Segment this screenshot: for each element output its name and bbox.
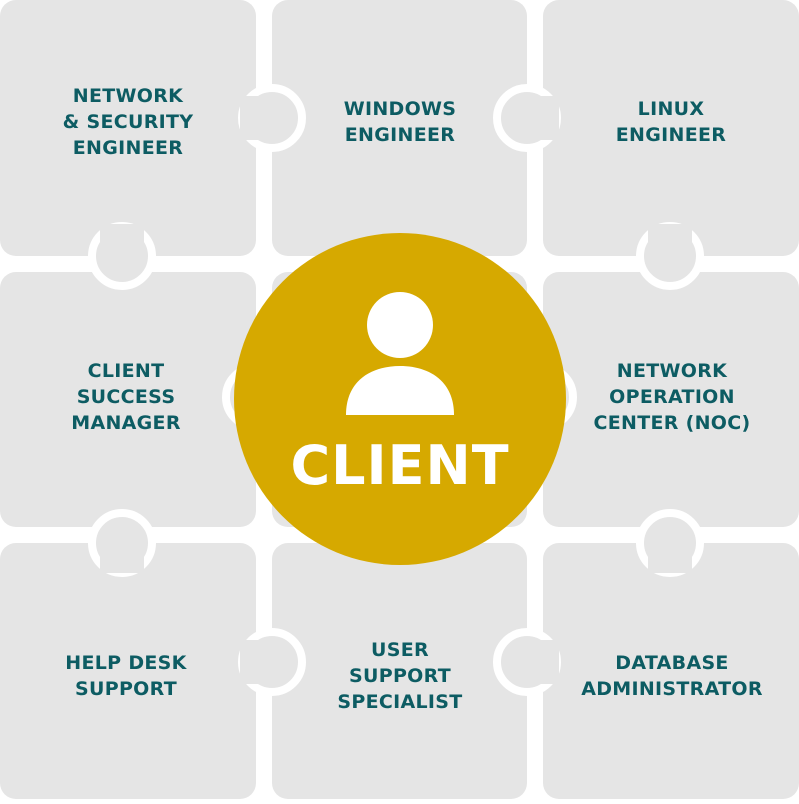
tile-label-noc: NETWORK OPERATION CENTER (NOC)	[593, 360, 751, 434]
tile-label-client-success-manager: CLIENT SUCCESS MANAGER	[71, 360, 181, 434]
person-icon	[346, 292, 454, 415]
tile-top-middle-shape	[272, 0, 527, 256]
tile-label-database-administrator: DATABASE ADMINISTRATOR	[581, 652, 763, 700]
tile-label-network-security-engineer: NETWORK & SECURITY ENGINEER	[62, 85, 194, 159]
tile-top-left-shape	[0, 0, 256, 256]
tile-label-linux-engineer: LINUX ENGINEER	[615, 98, 727, 146]
tile-middle-left-shape	[0, 272, 256, 527]
tile-bottom-left-shape	[0, 543, 256, 799]
tile-bottom-right-shape	[543, 543, 799, 799]
tile-top-right-shape	[543, 0, 799, 256]
tile-label-user-support-specialist: USER SUPPORT SPECIALIST	[337, 639, 463, 713]
tile-middle-right-shape	[543, 272, 799, 527]
tile-bottom-middle-shape	[272, 543, 527, 799]
center-label: CLIENT	[290, 434, 510, 497]
tile-label-windows-engineer: WINDOWS ENGINEER	[343, 98, 457, 146]
tile-label-help-desk-support: HELP DESK SUPPORT	[65, 652, 187, 700]
